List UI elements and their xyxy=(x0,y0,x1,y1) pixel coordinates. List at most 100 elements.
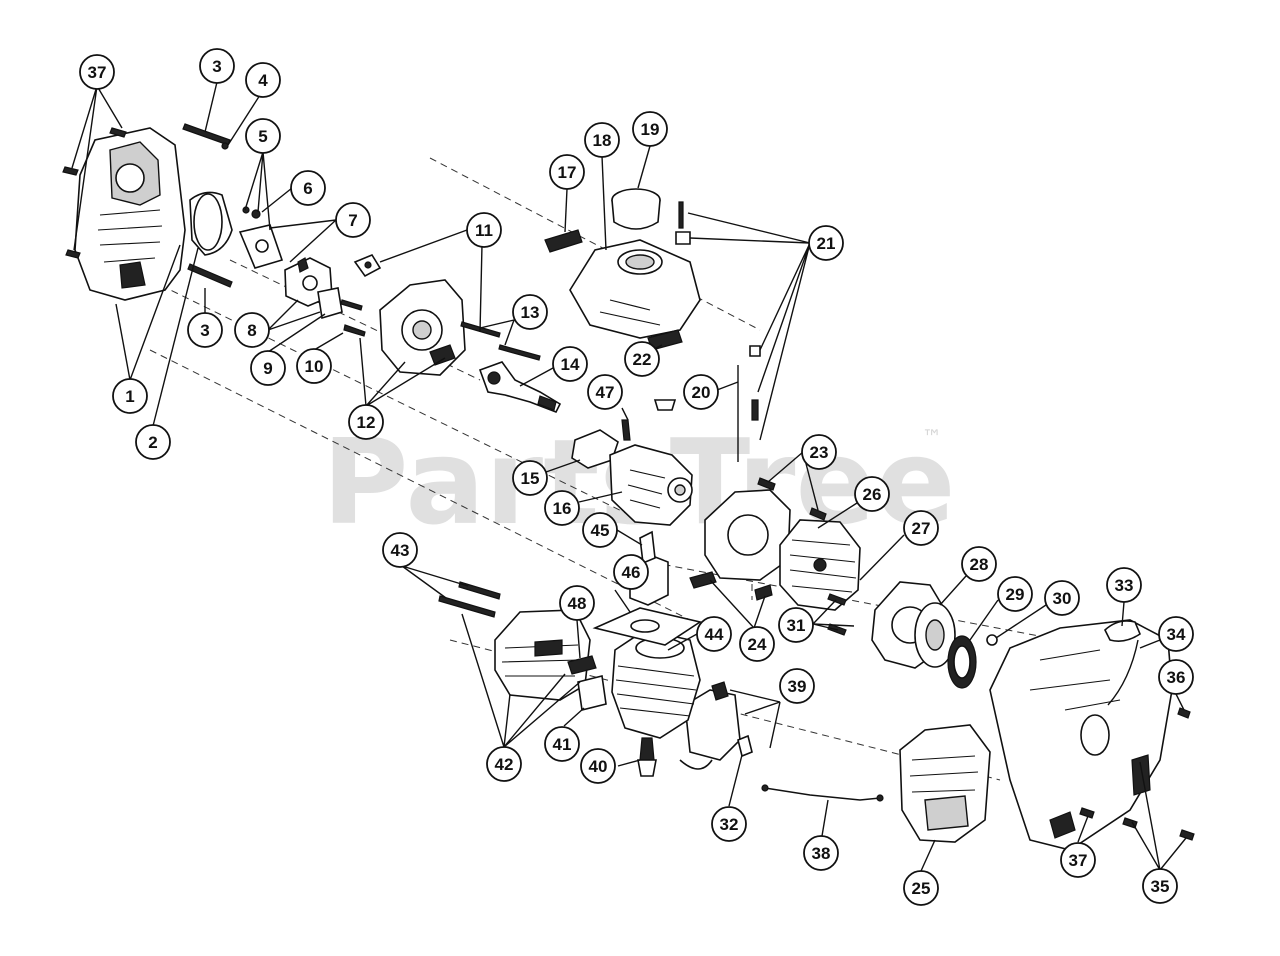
svg-text:30: 30 xyxy=(1053,589,1072,608)
svg-text:45: 45 xyxy=(591,521,610,540)
svg-text:13: 13 xyxy=(521,303,540,322)
shroud-screw-part xyxy=(1177,707,1191,719)
muffler-part xyxy=(494,609,591,701)
callout-7: 7 xyxy=(335,202,371,238)
callout-36: 36 xyxy=(1158,659,1194,695)
callout-8: 8 xyxy=(234,312,270,348)
svg-text:44: 44 xyxy=(705,625,724,644)
callout-13: 13 xyxy=(512,294,548,330)
callout-3: 3 xyxy=(199,48,235,84)
tie-rods-part xyxy=(460,321,541,361)
callout-46: 46 xyxy=(613,554,649,590)
svg-text:31: 31 xyxy=(787,616,806,635)
fan-housing-plate-part xyxy=(689,489,791,601)
callout-12: 12 xyxy=(348,404,384,440)
svg-text:5: 5 xyxy=(258,127,267,146)
callout-18: 18 xyxy=(584,122,620,158)
fitting-part xyxy=(353,254,382,278)
crankcase-half-part xyxy=(379,279,466,376)
svg-text:3: 3 xyxy=(212,57,221,76)
watermark-trademark: ™ xyxy=(922,425,942,449)
callout-1: 1 xyxy=(112,378,148,414)
callout-33: 33 xyxy=(1106,567,1142,603)
svg-text:8: 8 xyxy=(247,321,256,340)
air-filter-element-part xyxy=(189,191,233,256)
callout-16: 16 xyxy=(544,490,580,526)
callout-26: 26 xyxy=(854,476,890,512)
starter-pulley-part xyxy=(914,602,956,668)
callout-14: 14 xyxy=(552,346,588,382)
svg-text:15: 15 xyxy=(521,469,540,488)
svg-text:23: 23 xyxy=(810,443,829,462)
callout-23: 23 xyxy=(801,434,837,470)
callout-9: 9 xyxy=(250,350,286,386)
callout-34: 34 xyxy=(1158,616,1194,652)
callout-42: 42 xyxy=(486,746,522,782)
callout-2: 2 xyxy=(135,424,171,460)
svg-text:21: 21 xyxy=(817,234,836,253)
callout-39: 39 xyxy=(779,668,815,704)
crankcase-bolt-part xyxy=(621,399,677,441)
callout-40: 40 xyxy=(580,748,616,784)
flywheel-part xyxy=(779,519,861,611)
callout-5: 5 xyxy=(245,118,281,154)
svg-text:16: 16 xyxy=(553,499,572,518)
callout-27: 27 xyxy=(903,510,939,546)
svg-text:27: 27 xyxy=(912,519,931,538)
callout-45: 45 xyxy=(582,512,618,548)
muffler-bolts-part xyxy=(438,581,501,618)
svg-text:25: 25 xyxy=(912,879,931,898)
svg-text:26: 26 xyxy=(863,485,882,504)
callout-31: 31 xyxy=(778,607,814,643)
svg-text:9: 9 xyxy=(263,359,272,378)
callout-11: 11 xyxy=(466,212,502,248)
svg-text:2: 2 xyxy=(148,433,157,452)
leader-lines xyxy=(71,81,1187,872)
svg-text:43: 43 xyxy=(391,541,410,560)
svg-text:35: 35 xyxy=(1151,877,1170,896)
svg-text:38: 38 xyxy=(812,844,831,863)
crankcase-part xyxy=(609,444,693,526)
svg-text:14: 14 xyxy=(561,355,580,374)
callout-19: 19 xyxy=(632,111,668,147)
svg-text:17: 17 xyxy=(558,163,577,182)
callout-21: 21 xyxy=(808,225,844,261)
tank-screws-part xyxy=(675,201,761,421)
svg-text:41: 41 xyxy=(553,735,572,754)
air-filter-cover-part xyxy=(74,127,186,301)
starter-handle-part xyxy=(1104,620,1141,642)
spring-clip-part xyxy=(737,734,753,758)
svg-text:36: 36 xyxy=(1167,668,1186,687)
callout-17: 17 xyxy=(549,154,585,190)
callout-37: 37 xyxy=(79,54,115,90)
callout-10: 10 xyxy=(296,348,332,384)
svg-text:33: 33 xyxy=(1115,576,1134,595)
callout-32: 32 xyxy=(711,806,747,842)
svg-text:4: 4 xyxy=(258,71,268,90)
svg-text:40: 40 xyxy=(589,757,608,776)
svg-text:29: 29 xyxy=(1006,585,1025,604)
svg-text:3: 3 xyxy=(200,321,209,340)
callout-numbers: 1 2 3 3 4 5 6 7 8 9 10 11 12 13 14 15 16… xyxy=(79,48,1194,906)
small-screws-part xyxy=(340,299,366,337)
callout-25: 25 xyxy=(903,870,939,906)
callout-35: 35 xyxy=(1142,868,1178,904)
gasket-plate-part xyxy=(238,206,284,269)
callout-29: 29 xyxy=(997,576,1033,612)
callout-44: 44 xyxy=(696,616,732,652)
callout-41: 41 xyxy=(544,726,580,762)
throttle-wire-part xyxy=(761,784,884,802)
svg-text:12: 12 xyxy=(357,413,376,432)
recoil-spring-part xyxy=(947,635,977,689)
lower-cover-part xyxy=(899,724,991,843)
spark-plug-part xyxy=(637,737,657,777)
callout-30: 30 xyxy=(1044,580,1080,616)
crankshaft-part xyxy=(478,361,562,414)
callout-43: 43 xyxy=(382,532,418,568)
svg-text:1: 1 xyxy=(125,387,134,406)
engine-shroud-part xyxy=(989,619,1173,851)
svg-text:11: 11 xyxy=(475,221,493,240)
callout-3-lower: 3 xyxy=(187,312,223,348)
carburetor-gasket-part xyxy=(317,287,343,320)
